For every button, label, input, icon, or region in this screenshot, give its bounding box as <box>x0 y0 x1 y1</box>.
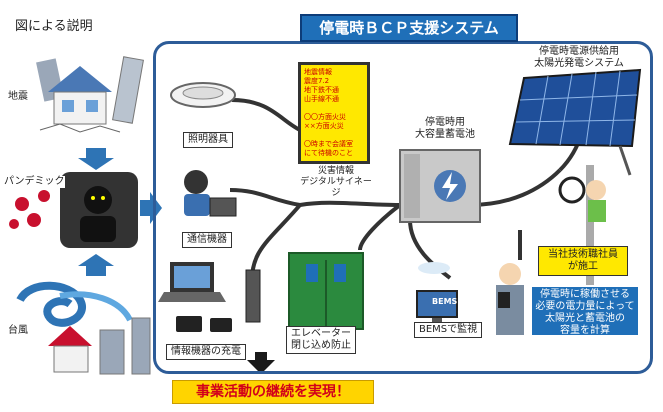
signage-line: 地下鉄不通 <box>304 86 339 94</box>
engineer-icon <box>496 263 524 335</box>
charging-label: 情報機器の充電 <box>166 344 246 360</box>
earthquake-label: 地震 <box>8 91 28 103</box>
explanation-title: 図による説明 <box>15 19 93 34</box>
result-banner: 事業活動の継続を実現！ <box>172 380 374 404</box>
comms-operator-icon <box>184 170 237 217</box>
typhoon-illustration <box>16 281 151 375</box>
signage-caption-line-1: 災害情報 <box>317 166 354 176</box>
laptop-icon <box>158 262 226 302</box>
staff-label-line-2: が施工 <box>568 261 598 272</box>
elevator-icon <box>288 252 364 330</box>
earthquake-illustration <box>36 56 144 133</box>
signage-line: 震度7.2 <box>304 77 330 85</box>
battery-label-line-1: 停電時用 <box>425 117 465 128</box>
wiring-lines <box>229 79 589 286</box>
comms-label: 通信機器 <box>182 232 232 248</box>
bems-label: BEMSで監視 <box>414 322 483 338</box>
signage-caption: 災害情報 デジタルサイネージ <box>296 166 376 199</box>
elevator-label-line-1: エレベーター <box>291 328 351 339</box>
capacity-calc-note: 停電時に稼働させる 必要の電力量によって 太陽光と蓄電池の 容量を計算 <box>532 287 638 336</box>
solar-label-line-1: 停電時電源供給用 <box>539 46 619 57</box>
bems-monitor-icon <box>416 262 458 324</box>
signage-line: 〇時まで会議室 <box>304 140 353 148</box>
arrow-down-icon <box>78 148 114 170</box>
signage-line: 山手線不通 <box>304 95 339 103</box>
phone-icon <box>176 269 261 332</box>
solar-panel-icon <box>508 68 642 176</box>
pandemic-illustration <box>9 172 138 248</box>
signage-line: ××方面火災 <box>304 122 344 130</box>
system-title: 停電時ＢＣＰ支援システム <box>300 14 518 42</box>
technician-icon <box>558 165 606 285</box>
calc-line-1: 停電時に稼働させる <box>540 289 630 300</box>
battery-label-line-2: 大容量蓄電池 <box>415 129 475 140</box>
pandemic-label: パンデミック <box>4 176 65 188</box>
bems-screen-text: BEMS <box>432 297 458 306</box>
staff-label-line-1: 当社技術職社員 <box>548 249 618 260</box>
signage-line: にて待機のこと <box>304 149 353 157</box>
staff-label: 当社技術職社員 が施工 <box>538 246 628 276</box>
signage-line <box>304 131 364 140</box>
signage-line: 〇〇方面火災 <box>304 113 346 121</box>
signage-line: 地震情報 <box>304 68 332 76</box>
digital-signage: 地震情報 震度7.2 地下鉄不通 山手線不通 〇〇方面火災 ××方面火災 〇時ま… <box>298 62 370 164</box>
arrow-up-icon <box>78 254 114 276</box>
solar-label-line-2: 太陽光発電システム <box>534 58 624 69</box>
battery-label: 停電時用 大容量蓄電池 <box>410 117 480 141</box>
arrow-right-icon <box>140 192 162 224</box>
signage-line <box>304 104 364 113</box>
typhoon-label: 台風 <box>8 325 28 337</box>
calc-line-4: 容量を計算 <box>560 325 610 336</box>
elevator-label-line-2: 閉じ込め防止 <box>291 340 351 351</box>
lighting-label: 照明器具 <box>183 132 233 148</box>
system-frame <box>153 41 653 374</box>
signage-caption-line-2: デジタルサイネージ <box>300 177 372 198</box>
solar-label: 停電時電源供給用 太陽光発電システム <box>524 46 634 70</box>
calc-line-2: 必要の電力量によって <box>535 301 635 312</box>
elevator-label: エレベーター 閉じ込め防止 <box>286 326 356 354</box>
arrow-down-to-result-icon <box>247 352 275 374</box>
battery-storage-icon <box>399 149 481 223</box>
calc-line-3: 太陽光と蓄電池の <box>545 313 625 324</box>
light-fixture-icon <box>170 82 236 108</box>
